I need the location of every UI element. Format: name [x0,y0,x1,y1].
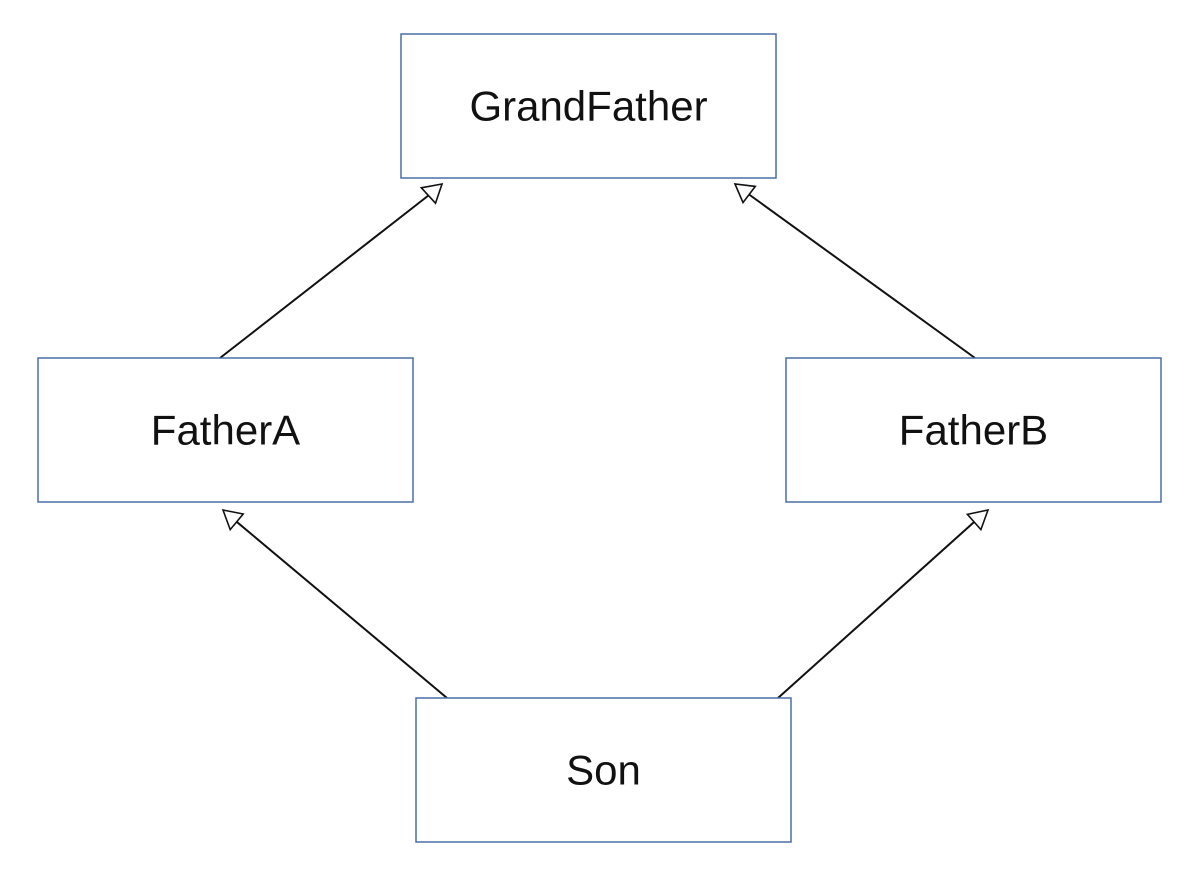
node-label: Son [566,747,641,794]
node-box [37,357,414,503]
node-grandfather[interactable]: GrandFather [400,33,777,179]
inheritance-arrowhead [965,508,990,532]
node-label: FatherA [151,407,300,454]
edge-son-to-fathera [221,508,448,699]
node-box [400,33,777,179]
inheritance-arrowhead [419,182,444,205]
node-label: GrandFather [469,83,707,130]
node-fatherb[interactable]: FatherB [785,357,1162,503]
node-fathera[interactable]: FatherA [37,357,414,503]
node-box [785,357,1162,503]
edge-line [219,194,430,359]
edge-fatherb-to-grandfather [733,183,976,359]
node-son[interactable]: Son [415,697,792,843]
edge-son-to-fatherb [777,508,990,699]
inheritance-arrowhead [221,508,245,532]
node-label: FatherB [899,407,1048,454]
edge-line [777,521,975,699]
node-box [415,697,792,843]
edge-line [236,521,448,699]
edge-line [748,193,976,359]
edge-fathera-to-grandfather [219,182,444,359]
edges [219,182,990,699]
inheritance-arrowhead [733,183,757,205]
